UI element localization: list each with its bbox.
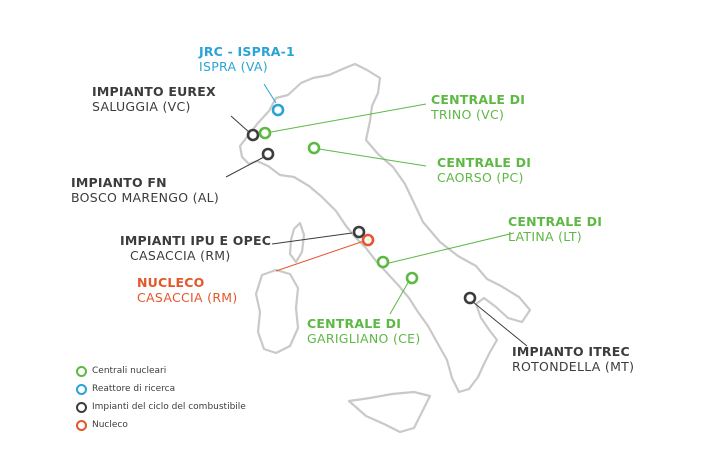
legend-ring-icon bbox=[76, 365, 87, 377]
legend-item-fuel-cycle: Impianti del ciclo del combustibile bbox=[76, 398, 246, 416]
legend-label: Reattore di ricerca bbox=[92, 384, 176, 394]
label-trino-sub: TRINO (VC) bbox=[431, 107, 505, 122]
label-caorso-title: CENTRALE DI bbox=[437, 155, 532, 170]
label-latina-sub: LATINA (LT) bbox=[508, 229, 582, 244]
label-nucleco-sub: CASACCIA (RM) bbox=[137, 290, 238, 305]
corsica bbox=[288, 221, 306, 264]
legend-item-research: Reattore di ricerca bbox=[76, 380, 246, 398]
label-garigliano-sub: GARIGLIANO (CE) bbox=[307, 331, 421, 346]
label-itrec-sub: ROTONDELLA (MT) bbox=[512, 359, 635, 374]
label-fn-title: IMPIANTO FN bbox=[71, 175, 167, 190]
label-latina-title: CENTRALE DI bbox=[508, 214, 603, 229]
label-latina: CENTRALE DI LATINA (LT) bbox=[508, 214, 602, 244]
leader-nucleco bbox=[275, 240, 365, 272]
label-trino: CENTRALE DI TRINO (VC) bbox=[431, 92, 525, 122]
label-eurex-sub: SALUGGIA (VC) bbox=[92, 99, 191, 114]
label-itrec-title: IMPIANTO ITREC bbox=[512, 344, 630, 359]
marker-ipu bbox=[352, 225, 366, 239]
marker-itrec bbox=[463, 291, 477, 305]
sardinia bbox=[254, 268, 300, 355]
marker-nucleco bbox=[361, 233, 375, 247]
legend-ring-icon bbox=[76, 383, 87, 395]
leader-itrec bbox=[472, 301, 528, 347]
leader-garigliano bbox=[389, 280, 410, 315]
marker-trino bbox=[258, 126, 272, 140]
legend: Centrali nucleari Reattore di ricerca Im… bbox=[76, 362, 246, 434]
legend-item-nuclear: Centrali nucleari bbox=[76, 362, 246, 380]
label-eurex: IMPIANTO EUREX SALUGGIA (VC) bbox=[92, 84, 216, 114]
leader-trino bbox=[270, 103, 427, 133]
marker-caorso bbox=[307, 141, 321, 155]
marker-fn bbox=[261, 147, 275, 161]
site-markers bbox=[246, 103, 477, 305]
label-caorso-sub: CAORSO (PC) bbox=[437, 170, 524, 185]
label-itrec: IMPIANTO ITREC ROTONDELLA (MT) bbox=[512, 344, 634, 374]
sicily bbox=[347, 390, 432, 434]
marker-latina bbox=[376, 255, 390, 269]
label-caorso: CENTRALE DI CAORSO (PC) bbox=[437, 155, 531, 185]
label-ispra-sub: ISPRA (VA) bbox=[199, 59, 268, 74]
label-trino-title: CENTRALE DI bbox=[431, 92, 526, 107]
legend-label: Nucleco bbox=[92, 420, 128, 430]
leader-eurex bbox=[230, 115, 251, 134]
leader-fn bbox=[225, 156, 265, 178]
label-ipu-title: IMPIANTI IPU E OPEC bbox=[120, 233, 272, 248]
label-nucleco-title: NUCLECO bbox=[137, 275, 205, 290]
legend-ring-icon bbox=[76, 419, 87, 431]
label-eurex-title: IMPIANTO EUREX bbox=[92, 84, 216, 99]
marker-ispra bbox=[271, 103, 285, 117]
legend-label: Impianti del ciclo del combustibile bbox=[92, 402, 246, 412]
leader-latina bbox=[388, 232, 515, 264]
label-fn-sub: BOSCO MARENGO (AL) bbox=[71, 190, 220, 205]
label-ipu: IMPIANTI IPU E OPEC CASACCIA (RM) bbox=[120, 233, 272, 263]
leader-lines bbox=[225, 83, 528, 347]
legend-item-nucleco: Nucleco bbox=[76, 416, 246, 434]
label-ispra: JRC - ISPRA-1 ISPRA (VA) bbox=[199, 44, 295, 74]
label-ipu-sub: CASACCIA (RM) bbox=[130, 248, 231, 263]
label-ispra-title: JRC - ISPRA-1 bbox=[199, 44, 295, 59]
leader-ipu bbox=[271, 232, 353, 245]
marker-garigliano bbox=[405, 271, 419, 285]
marker-eurex bbox=[246, 128, 260, 142]
legend-label: Centrali nucleari bbox=[92, 366, 167, 376]
label-nucleco: NUCLECO CASACCIA (RM) bbox=[137, 275, 238, 305]
label-garigliano-title: CENTRALE DI bbox=[307, 316, 402, 331]
label-garigliano: CENTRALE DI GARIGLIANO (CE) bbox=[307, 316, 421, 346]
leader-ispra bbox=[263, 83, 277, 104]
label-fn: IMPIANTO FN BOSCO MARENGO (AL) bbox=[71, 175, 219, 205]
leader-caorso bbox=[318, 148, 427, 167]
legend-ring-icon bbox=[76, 401, 87, 413]
